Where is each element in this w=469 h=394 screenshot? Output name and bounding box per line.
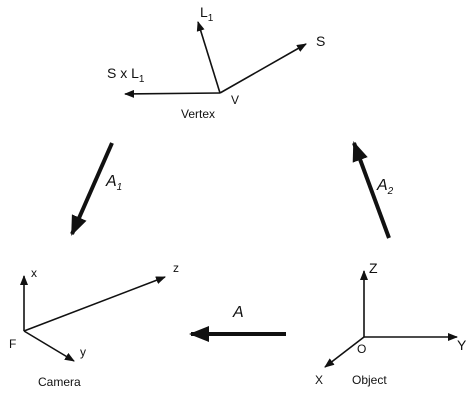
camera-origin-label: F xyxy=(9,337,16,351)
object-x-label: X xyxy=(315,373,323,387)
a1-arrow xyxy=(70,142,114,236)
camera-z-label: z xyxy=(173,261,179,275)
object-y-label: Y xyxy=(457,337,467,353)
a2-arrow xyxy=(352,141,391,239)
camera-x-label: x xyxy=(31,266,37,280)
transform-a2: A2 xyxy=(352,141,394,239)
a1-label: A1 xyxy=(105,173,122,193)
vertex-cross-label: S x L1 xyxy=(107,65,145,85)
vertex-caption: Vertex xyxy=(181,107,215,121)
camera-y-axis xyxy=(23,330,75,362)
transform-a: A xyxy=(189,304,286,342)
camera-y-label: y xyxy=(80,345,86,359)
vertex-s-axis xyxy=(219,43,307,94)
object-z-label: Z xyxy=(369,260,378,276)
a-label: A xyxy=(232,304,244,321)
vertex-frame: L1 S S x L1 V Vertex xyxy=(107,4,325,121)
vertex-origin-label: V xyxy=(231,93,239,107)
camera-caption: Camera xyxy=(38,375,81,389)
vertex-l1-axis xyxy=(196,21,221,94)
object-caption: Object xyxy=(352,373,387,387)
a2-label: A2 xyxy=(376,177,394,197)
vertex-l1-label: L1 xyxy=(200,4,214,24)
vertex-cross-axis xyxy=(124,89,221,98)
vertex-s-label: S xyxy=(316,33,325,49)
object-origin-label: O xyxy=(357,342,366,356)
object-frame: Z Y X O Object xyxy=(315,260,467,387)
transform-a1: A1 xyxy=(70,142,122,236)
camera-frame: x z y F Camera xyxy=(9,261,179,389)
object-x-axis xyxy=(324,336,365,368)
camera-z-axis xyxy=(23,276,166,332)
